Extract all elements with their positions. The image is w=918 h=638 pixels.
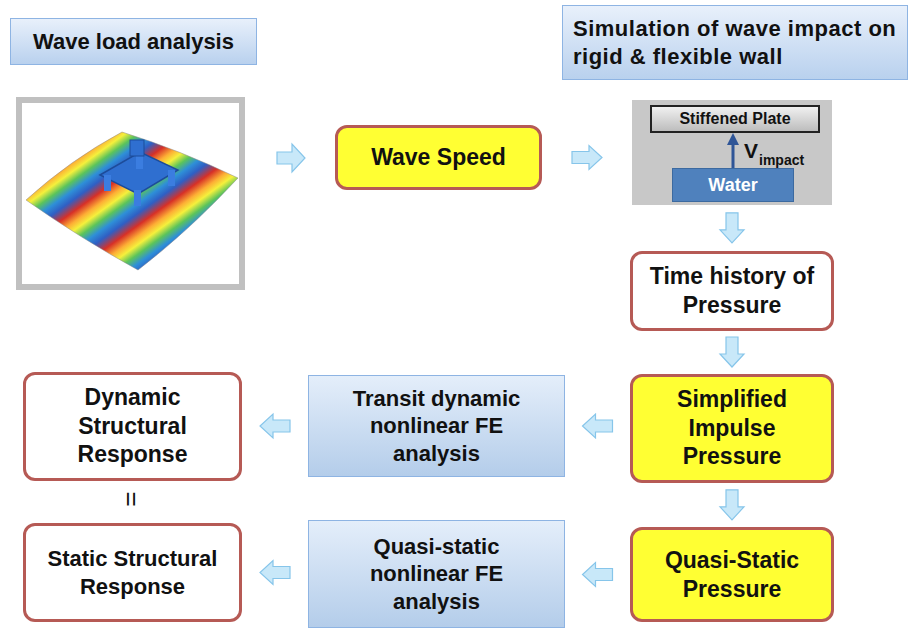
- box-text: Transit dynamic nonlinear FE analysis: [333, 385, 540, 468]
- box-text: Static Structural Response: [34, 545, 231, 600]
- flow-arrow: [583, 563, 613, 587]
- impact-test-panel: [632, 100, 832, 205]
- box-text: Wave Speed: [371, 143, 506, 172]
- impact-arrow: [727, 133, 739, 168]
- water-block: Water: [672, 168, 794, 202]
- flow-arrow: [720, 337, 744, 367]
- box-text: Time history of Pressure: [641, 262, 823, 320]
- box-text: Dynamic Structural Response: [34, 383, 231, 469]
- equivalence-sign: =: [119, 491, 145, 506]
- image-frame: [19, 100, 242, 287]
- velocity-symbol: V: [744, 140, 758, 161]
- velocity-subscript: impact: [759, 153, 804, 167]
- result-box: Dynamic Structural Response: [23, 372, 242, 481]
- box-text: Quasi-Static Pressure: [653, 546, 811, 604]
- section-header: Wave load analysis: [10, 18, 257, 65]
- flow-arrow: [572, 146, 602, 170]
- flow-arrow: [260, 414, 290, 438]
- process-box: Quasi-Static Pressure: [630, 527, 834, 622]
- flow-arrow: [583, 414, 613, 438]
- box-text: Simulation of wave impact on rigid & fle…: [573, 15, 897, 70]
- platform-structure: [100, 140, 178, 206]
- result-box: Static Structural Response: [23, 523, 242, 622]
- box-text: Water: [708, 174, 757, 197]
- result-box: Time history of Pressure: [630, 251, 834, 331]
- impact-test-panel: Vimpact Stiffened PlateWater: [632, 100, 832, 205]
- analysis-box: Transit dynamic nonlinear FE analysis: [308, 375, 565, 477]
- box-text: Wave load analysis: [33, 28, 234, 56]
- flow-arrow: [260, 561, 290, 585]
- wave-surface: [26, 132, 238, 270]
- process-box: Wave Speed: [335, 125, 542, 190]
- analysis-box: Quasi-static nonlinear FE analysis: [308, 520, 565, 628]
- box-text: Simplified Impulse Pressure: [653, 385, 811, 471]
- flow-arrow: [277, 144, 305, 172]
- flow-arrow: [720, 213, 744, 243]
- process-box: Simplified Impulse Pressure: [630, 374, 834, 483]
- box-text: Stiffened Plate: [679, 111, 790, 127]
- stiffened-plate: Stiffened Plate: [650, 105, 820, 133]
- flow-arrow: [720, 490, 744, 520]
- section-header: Simulation of wave impact on rigid & fle…: [562, 5, 908, 80]
- box-text: Quasi-static nonlinear FE analysis: [333, 533, 540, 616]
